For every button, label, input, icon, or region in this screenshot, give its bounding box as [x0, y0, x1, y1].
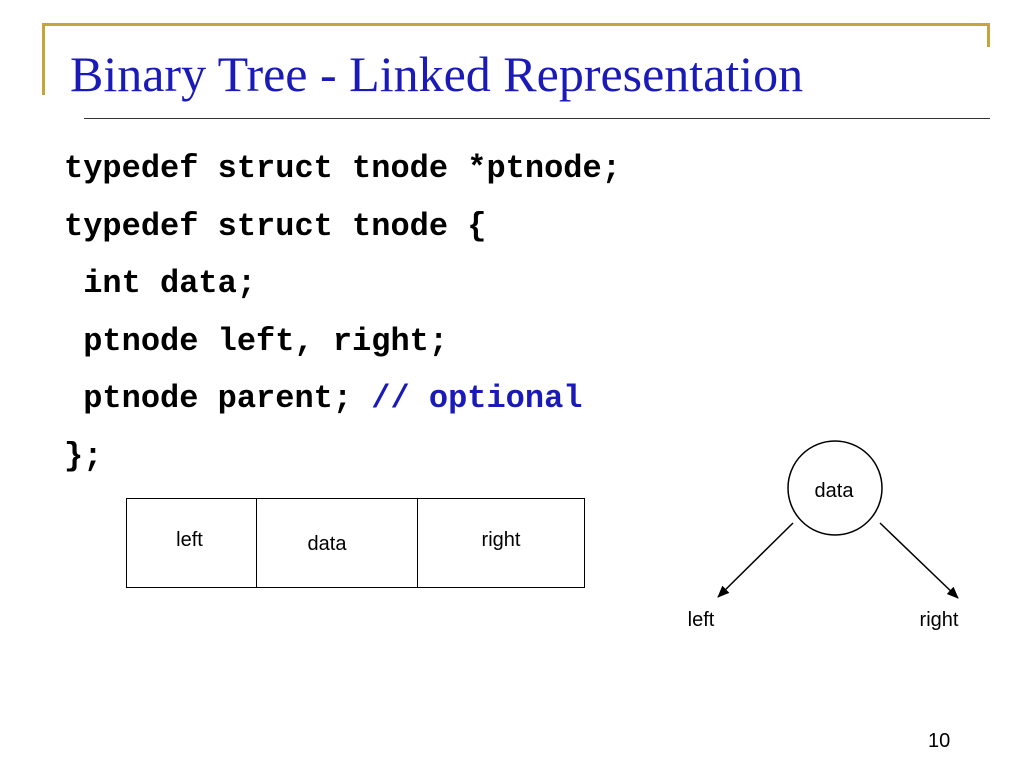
left-pointer-arrow — [717, 522, 794, 598]
right-pointer-arrow — [879, 522, 959, 599]
record-cell-right-label: right — [481, 529, 521, 551]
tree-node-circle — [787, 440, 883, 536]
record-cell-left-label: left — [176, 529, 203, 551]
code-line-2: typedef struct tnode { — [64, 207, 487, 245]
record-cell-left: left — [127, 499, 257, 587]
code-line-1: typedef struct tnode *ptnode; — [64, 150, 621, 187]
frame-top-line — [42, 23, 990, 26]
node-record-diagram: left data right — [126, 498, 585, 588]
code-block: typedef struct tnode *ptnode; typedef st… — [64, 140, 621, 485]
code-comment: // optional — [371, 380, 583, 417]
record-cell-right: right — [418, 499, 584, 587]
frame-right-line — [987, 23, 990, 47]
tree-right-label: right — [920, 609, 959, 631]
code-line-3: int data; — [64, 265, 257, 302]
page-number: 10 — [928, 730, 951, 752]
record-cell-data-label: data — [307, 533, 347, 555]
slide-title: Binary Tree - Linked Representation — [70, 46, 804, 102]
code-line-5-text: ptnode parent; — [64, 380, 372, 417]
frame-left-line — [42, 23, 45, 95]
tree-node-label: data — [815, 480, 855, 502]
code-line-6: }; — [64, 437, 103, 475]
title-divider — [84, 118, 990, 119]
code-line-5: ptnode parent; // optional — [64, 370, 621, 428]
code-line-4: ptnode left, right; — [64, 322, 449, 360]
tree-left-label: left — [688, 609, 715, 631]
record-cell-data: data — [257, 499, 418, 587]
